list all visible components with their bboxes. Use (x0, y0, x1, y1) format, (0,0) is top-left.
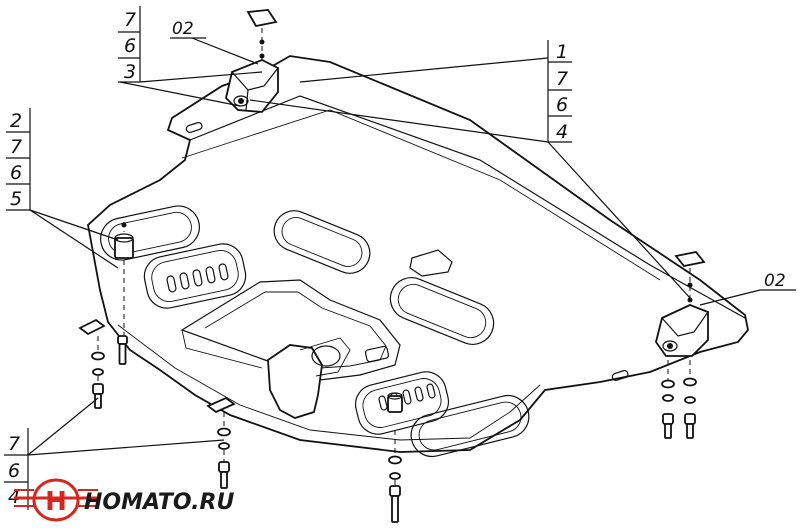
callout-label: 02 (764, 271, 786, 291)
brand-logo-letter: H (45, 487, 67, 517)
bolt-bottom-left (206, 396, 236, 489)
brand-name: HOMATO.RU (84, 490, 234, 515)
callout-label: 6 (10, 162, 22, 184)
bolt-bottom-center (388, 430, 402, 523)
vent-slots-left (166, 263, 229, 293)
callout-bottom-left-stack: 7 6 4 (4, 428, 29, 510)
callout-left-stack: 2 7 6 5 (6, 108, 31, 211)
callout-label: 7 (124, 9, 136, 31)
brand-logo: H HOMATO.RU (14, 478, 234, 522)
bolt-left-inner (117, 335, 128, 365)
callout-top-left-stack: 7 6 3 (118, 6, 141, 83)
right-mounting-bracket (655, 251, 709, 357)
top-mounting-bracket (225, 9, 279, 113)
callout-label: 02 (172, 19, 194, 39)
callout-label: 7 (10, 136, 22, 158)
callout-label: 6 (124, 35, 136, 57)
callout-label: 2 (10, 110, 22, 132)
callout-label: 4 (556, 121, 568, 143)
bolt-right-pair (661, 360, 697, 439)
callout-top-right-stack: 1 7 6 4 (547, 40, 572, 143)
skid-plate (87, 55, 749, 458)
callout-label: 6 (8, 460, 20, 482)
left-spacer-sleeve (114, 222, 134, 335)
callout-top-bracket: 02 (170, 19, 206, 39)
callout-label: 1 (556, 41, 568, 63)
callout-label: 7 (8, 433, 20, 455)
callout-label: 3 (124, 61, 136, 83)
leader-lines (27, 37, 761, 456)
bolt-left-outer (78, 318, 106, 409)
callout-right-bracket: 02 (760, 271, 796, 291)
center-spacer-sleeve (387, 392, 403, 413)
callout-label: 7 (556, 68, 568, 90)
callout-label: 5 (10, 188, 22, 210)
callout-label: 6 (556, 94, 568, 116)
